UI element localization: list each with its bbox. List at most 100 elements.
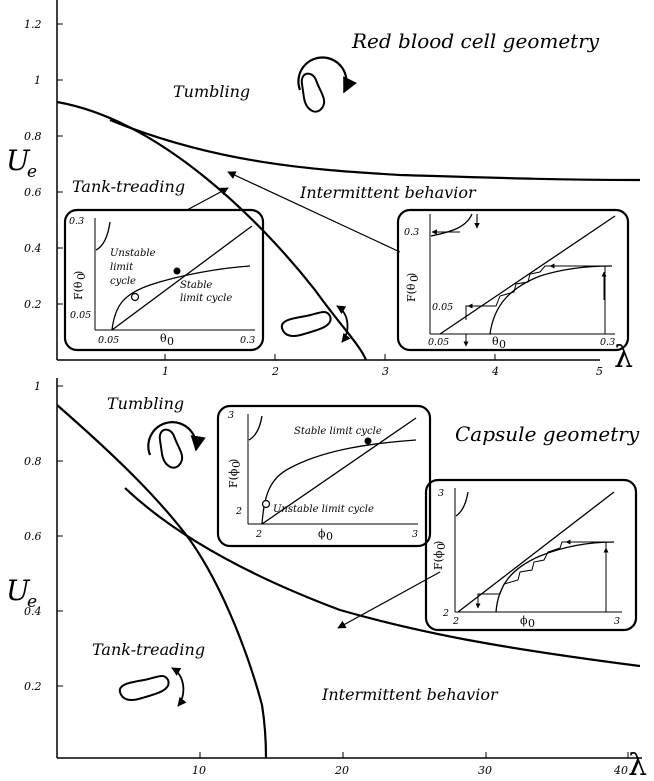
top-region-tumbling: Tumbling xyxy=(173,82,250,101)
top-y-axis-label: U xyxy=(6,144,31,177)
inset-x-end: 3 xyxy=(412,529,418,540)
tank-treading-rotation-icon xyxy=(280,305,351,343)
top-panel: 0.2 0.4 0.6 0.8 1 1.2 1 2 3 4 5 λ U e Re… xyxy=(6,0,641,378)
inset-x-label-sub: 0 xyxy=(326,530,333,543)
bottom-y-axis-label: U xyxy=(6,574,31,607)
inset-origin-x: 0.05 xyxy=(428,337,449,348)
bottom-x-tick-label: 10 xyxy=(192,764,206,777)
inset-y-label: F(ϕ xyxy=(227,468,240,488)
top-arrow-to-tank-treading xyxy=(186,187,229,211)
bottom-x-axis-label: λ xyxy=(628,748,647,781)
top-x-tick-label: 3 xyxy=(382,365,389,378)
bottom-inset-left: 3 F(ϕ 0 ) Stable limit cycle Unstable li… xyxy=(216,404,432,548)
inset-y-bottom-tick: 2 xyxy=(235,506,242,517)
bottom-tumbling-rotation-icon xyxy=(147,421,206,469)
inset-y-label-close: ) xyxy=(227,459,240,463)
inset-y-label-close: ) xyxy=(405,273,418,277)
top-x-tick-label: 2 xyxy=(271,365,279,378)
bottom-x-tick-label: 30 xyxy=(478,764,492,777)
top-region-tank-treading: Tank-treading xyxy=(72,177,185,196)
bottom-y-ticks: 0.2 0.4 0.6 0.8 1 xyxy=(24,380,63,693)
inset-x-label: θ xyxy=(160,332,167,345)
bottom-x-ticks: 10 20 30 40 xyxy=(192,752,629,777)
bottom-title: Capsule geometry xyxy=(455,422,640,446)
top-y-tick-label: 0.4 xyxy=(24,242,42,255)
inset-x-label: θ xyxy=(492,335,499,348)
top-arrow-from-right-inset xyxy=(227,171,401,253)
bottom-region-tank-treading: Tank-treading xyxy=(92,640,205,659)
top-y-tick-label: 1 xyxy=(34,74,41,87)
inset-origin-y: 0.05 xyxy=(70,310,91,321)
bottom-inset-right: 3 F(ϕ 0 ) 2 2 ϕ 0 3 xyxy=(424,478,638,632)
bottom-y-tick-label: 1 xyxy=(34,380,41,393)
bottom-region-intermittent: Intermittent behavior xyxy=(321,685,499,704)
top-y-tick-label: 1.2 xyxy=(24,18,42,31)
stable-limit-cycle-point xyxy=(173,267,181,275)
inset-y-mid-tick: 0.05 xyxy=(432,302,453,313)
unstable-limit-cycle-label: Unstable limit cycle xyxy=(273,504,374,515)
top-y-axis-label-sub: e xyxy=(27,162,37,182)
inset-x-end: 0.3 xyxy=(600,337,615,348)
inset-y-label-sub: 0 xyxy=(230,461,243,468)
unstable-limit-cycle-label: limit xyxy=(110,262,134,273)
bottom-region-tumbling: Tumbling xyxy=(107,394,184,413)
bottom-y-axis-label-sub: e xyxy=(27,592,37,612)
unstable-limit-cycle-point xyxy=(130,292,140,302)
inset-y-top-tick: 3 xyxy=(438,488,444,499)
bottom-arrow-from-right-inset xyxy=(337,571,441,629)
bottom-x-tick-label: 40 xyxy=(613,764,628,777)
top-x-tick-label: 4 xyxy=(491,365,499,378)
inset-x-end: 0.3 xyxy=(240,335,255,346)
top-y-tick-label: 0.6 xyxy=(24,186,42,199)
top-y-ticks: 0.2 0.4 0.6 0.8 1 1.2 xyxy=(24,18,63,311)
top-x-ticks: 1 2 3 4 5 xyxy=(162,354,603,378)
bottom-intermittent-boundary-curve xyxy=(124,487,641,668)
inset-x-label-sub: 0 xyxy=(167,335,174,348)
inset-x-label: ϕ xyxy=(520,614,528,627)
top-intermittent-boundary-curve xyxy=(109,118,641,182)
top-inset-left: 0.3 F(θ 0 ) Unstable limit cycle Stable … xyxy=(63,208,265,352)
top-y-tick-label: 0.2 xyxy=(24,298,42,311)
inset-y-label-sub: 0 xyxy=(75,273,88,280)
bottom-y-tick-label: 0.8 xyxy=(24,455,42,468)
inset-y-bottom-tick: 2 xyxy=(442,608,449,619)
tumbling-rotation-icon xyxy=(297,56,357,113)
unstable-limit-cycle-point xyxy=(261,499,271,509)
inset-x-label-sub: 0 xyxy=(499,338,506,351)
unstable-limit-cycle-label: Unstable xyxy=(110,248,156,259)
bottom-tank-treading-rotation-icon xyxy=(118,667,187,707)
inset-x-label: ϕ xyxy=(318,527,326,540)
bottom-y-tick-label: 0.2 xyxy=(24,680,42,693)
inset-y-top-tick: 3 xyxy=(228,410,234,421)
inset-y-label: F(ϕ xyxy=(432,550,445,570)
inset-origin-x: 0.05 xyxy=(98,335,119,346)
stable-limit-cycle-point xyxy=(364,437,372,445)
unstable-limit-cycle-label: cycle xyxy=(110,276,136,287)
stable-limit-cycle-label: Stable xyxy=(180,280,212,291)
top-x-axis-label: λ xyxy=(614,340,633,375)
top-region-intermittent: Intermittent behavior xyxy=(299,183,477,202)
top-x-tick-label: 5 xyxy=(596,365,603,378)
bottom-tumbling-boundary-curve xyxy=(56,404,268,759)
bottom-x-tick-label: 20 xyxy=(334,764,349,777)
bottom-y-tick-label: 0.6 xyxy=(24,530,42,543)
top-y-tick-label: 0.8 xyxy=(24,130,42,143)
inset-y-top-tick: 0.3 xyxy=(404,227,419,238)
stable-limit-cycle-label: limit cycle xyxy=(180,293,232,304)
inset-y-label: F(θ xyxy=(405,283,418,302)
stable-limit-cycle-label: Stable limit cycle xyxy=(294,426,382,437)
inset-y-top-tick: 0.3 xyxy=(69,216,84,227)
bottom-y-tick-label: 0.4 xyxy=(24,605,42,618)
inset-origin-x: 2 xyxy=(255,529,262,540)
top-tumbling-boundary-curve xyxy=(56,100,368,361)
inset-y-label-close: ) xyxy=(72,271,85,275)
inset-y-label: F(θ xyxy=(72,281,85,300)
bottom-panel: 0.2 0.4 0.6 0.8 1 10 20 30 40 λ U e Caps… xyxy=(6,378,647,781)
top-x-tick-label: 1 xyxy=(162,365,169,378)
top-title: Red blood cell geometry xyxy=(351,29,600,53)
inset-y-label-sub: 0 xyxy=(408,275,421,282)
inset-x-label-sub: 0 xyxy=(528,617,535,630)
inset-x-end: 3 xyxy=(614,616,620,627)
top-inset-right: 0.3 F(θ 0 ) 0.05 0.05 θ 0 0.3 xyxy=(396,208,630,352)
